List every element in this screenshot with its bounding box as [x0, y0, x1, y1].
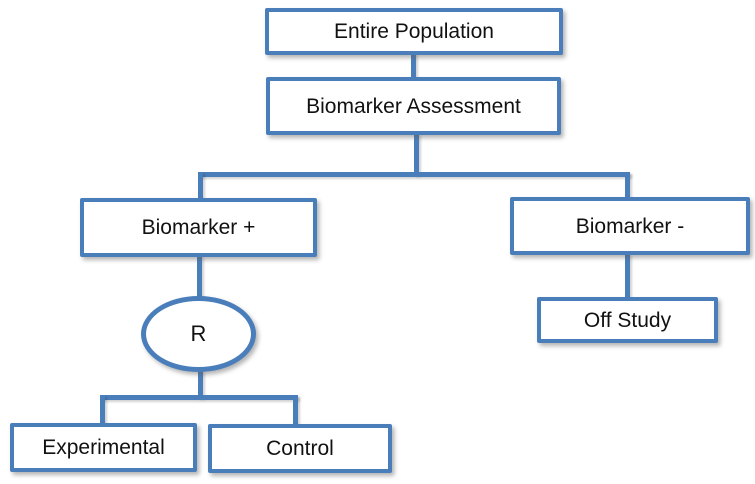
node-biomarker-positive: Biomarker + — [80, 198, 317, 257]
connector-split-left-drop — [100, 395, 105, 425]
node-off-study-label: Off Study — [583, 308, 672, 332]
connector-split-right-drop — [293, 395, 298, 427]
node-biomarker-assessment: Biomarker Assessment — [266, 77, 561, 135]
node-experimental-label: Experimental — [42, 436, 165, 459]
connector-assessment-stem — [414, 133, 419, 175]
node-entire-population: Entire Population — [265, 8, 563, 55]
node-biomarker-negative: Biomarker - — [510, 197, 750, 255]
node-biomarker-negative-label: Biomarker - — [575, 214, 685, 238]
connector-positive-to-randomization — [197, 255, 202, 299]
node-off-study: Off Study — [537, 297, 718, 343]
node-control: Control — [208, 424, 392, 473]
node-randomization-label: R — [190, 321, 207, 346]
node-biomarker-positive-label: Biomarker + — [141, 216, 256, 239]
connector-negative-to-offstudy — [625, 253, 630, 300]
node-randomization: R — [141, 296, 256, 372]
connector-population-to-assessment — [411, 53, 416, 79]
connector-branch-bar — [198, 172, 630, 177]
connector-split-bar — [100, 395, 298, 400]
node-entire-population-label: Entire Population — [334, 20, 494, 43]
node-experimental: Experimental — [10, 423, 197, 472]
node-control-label: Control — [266, 437, 334, 460]
connector-branch-right-drop — [625, 172, 630, 200]
connector-branch-left-drop — [198, 172, 203, 200]
connector-randomization-stem — [198, 370, 203, 398]
node-biomarker-assessment-label: Biomarker Assessment — [306, 94, 521, 118]
